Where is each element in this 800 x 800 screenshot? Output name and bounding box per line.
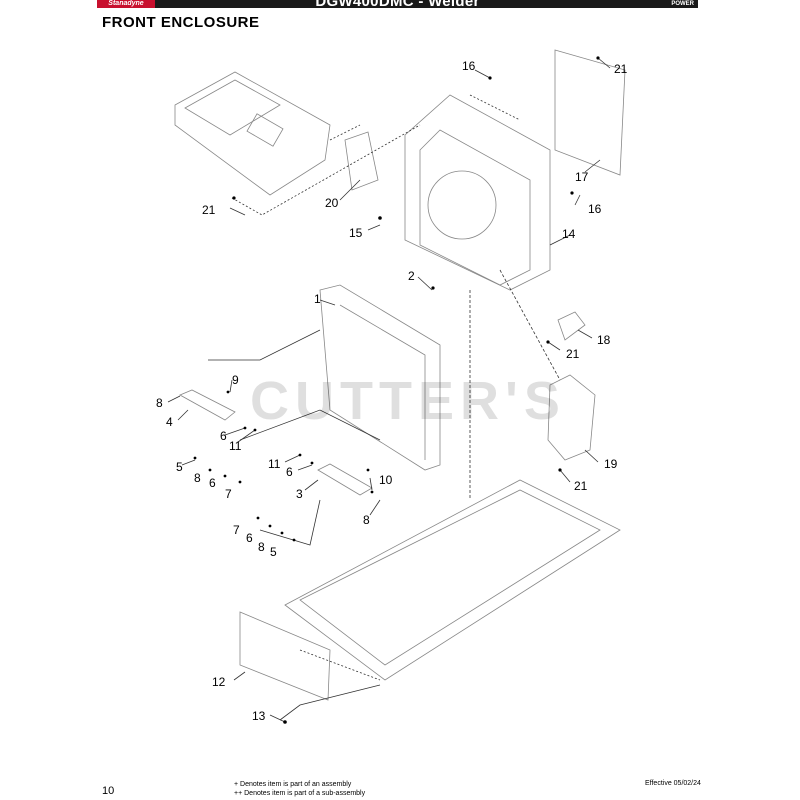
callout-19: 19: [604, 457, 618, 471]
base-part: [284, 479, 621, 681]
callout-7a: 7: [225, 487, 232, 501]
housing-inner: [419, 129, 531, 286]
callout-8c: 8: [363, 513, 370, 527]
control-panel-keypad: [184, 79, 281, 136]
page-number: 10: [102, 785, 115, 797]
callout-21a: 21: [614, 62, 628, 76]
bracket-part-18: [557, 311, 586, 341]
callout-1: 1: [314, 292, 321, 306]
control-panel-part: [174, 71, 331, 196]
callout-21c: 21: [566, 347, 580, 361]
callout-21b: 21: [202, 203, 216, 217]
back-plate-17: [554, 49, 626, 176]
callout-11a: 11: [229, 439, 242, 453]
bar-part-4: [179, 389, 236, 421]
callout-14: 14: [562, 227, 576, 241]
callout-11b: 11: [268, 457, 281, 471]
section-title: FRONT ENCLOSURE: [102, 14, 260, 31]
callout-18: 18: [597, 333, 611, 347]
door-part-12: [239, 611, 331, 701]
front-frame-inner: [339, 304, 426, 460]
callout-13: 13: [252, 709, 266, 723]
side-grille-19: [547, 374, 596, 461]
callout-16b: 16: [588, 202, 602, 216]
callout-5a: 5: [176, 460, 183, 474]
callout-4: 4: [166, 415, 173, 429]
sub-assembly-note: ++ Denotes item is part of a sub-assembl…: [234, 790, 366, 797]
callout-20: 20: [325, 196, 339, 210]
document-title: DGW400DMC - Welder: [97, 0, 698, 8]
fan-opening: [427, 170, 497, 240]
callout-9: 9: [232, 373, 239, 387]
callout-7b: 7: [233, 523, 240, 537]
callout-2: 2: [408, 269, 415, 283]
callout-10: 10: [379, 473, 393, 487]
effective-date: Effective 05/02/24: [645, 780, 701, 787]
callout-15: 15: [349, 226, 363, 240]
header-bar: Stanadyne DGW400DMC - Welder POWER: [97, 0, 698, 8]
watermark-text: CUTTER'S: [250, 371, 566, 431]
callout-8b: 8: [194, 471, 201, 485]
bar-part-3: [317, 463, 373, 496]
assembly-note: + Denotes item is part of an assembly: [234, 781, 352, 788]
base-inner: [299, 489, 601, 666]
callout-6d: 6: [246, 531, 253, 545]
callout-17: 17: [575, 170, 589, 184]
brand-logo: Stanadyne: [97, 0, 155, 8]
callout-8a: 8: [156, 396, 163, 410]
callout-8d: 8: [258, 540, 265, 554]
callout-5b: 5: [270, 545, 277, 559]
callout-6c: 6: [286, 465, 293, 479]
housing-part-14: [404, 94, 551, 291]
control-panel-display: [246, 113, 284, 147]
callout-16a: 16: [462, 59, 476, 73]
footer-notes: + Denotes item is part of an assembly ++…: [234, 780, 365, 798]
power-logo: POWER: [671, 1, 694, 7]
callout-12: 12: [212, 675, 226, 689]
callout-6b: 6: [209, 476, 216, 490]
callout-6a: 6: [220, 429, 227, 443]
grille-part-20: [344, 131, 379, 191]
front-frame-1: [319, 284, 441, 471]
callout-21d: 21: [574, 479, 588, 493]
callout-3: 3: [296, 487, 303, 501]
